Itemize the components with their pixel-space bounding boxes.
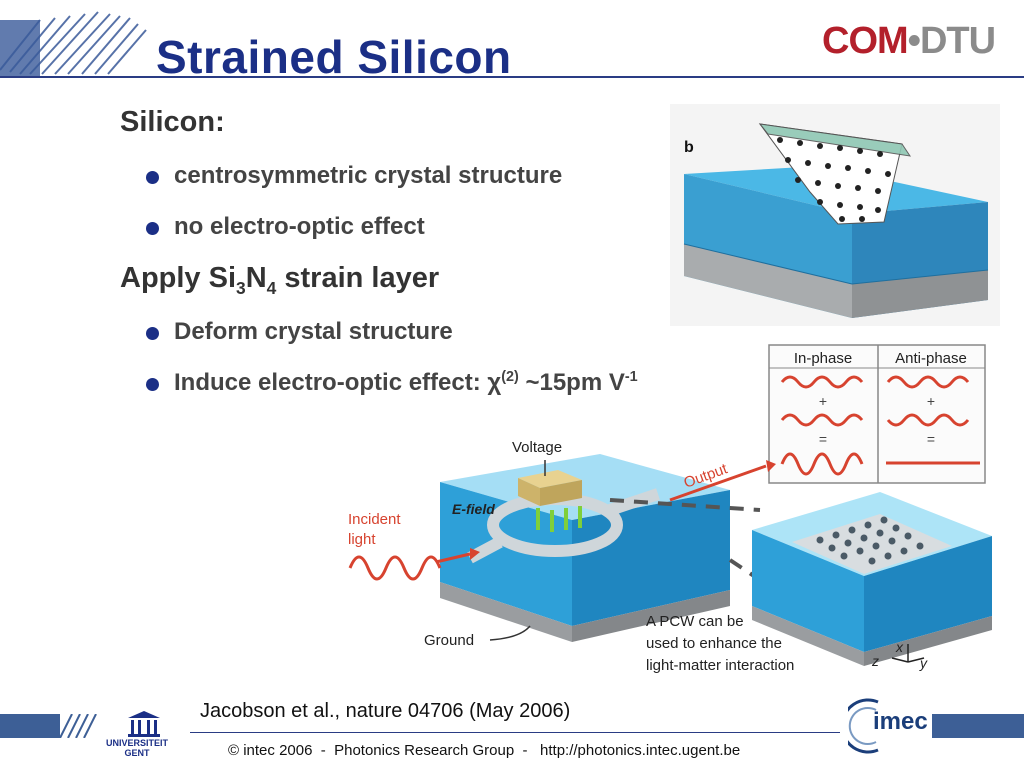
footer-copyright: © intec 2006 - Photonics Research Group … bbox=[228, 742, 741, 759]
plus-sign: + bbox=[819, 393, 827, 409]
bullet4-pre: Induce electro-optic effect: χ bbox=[174, 369, 502, 396]
axis-y-label: y bbox=[919, 655, 928, 671]
bullet-no-eo: no electro-optic effect bbox=[146, 213, 425, 241]
heading2-sub2: 4 bbox=[266, 277, 277, 298]
logo-separator: • bbox=[907, 20, 921, 62]
footer-right-decoration bbox=[932, 714, 1024, 738]
voltage-label: Voltage bbox=[512, 439, 562, 456]
bullet4-sup: (2) bbox=[501, 369, 519, 385]
equals-sign: = bbox=[819, 431, 827, 447]
bullet-text: centrosymmetric crystal structure bbox=[174, 162, 563, 189]
anti-phase-header: Anti-phase bbox=[895, 350, 967, 367]
imec-logo-text: imec bbox=[873, 708, 928, 735]
axis-z-label: z bbox=[871, 653, 879, 669]
header-rule bbox=[0, 76, 1024, 78]
efield-label: E-field bbox=[452, 501, 495, 517]
bullet-dot bbox=[146, 327, 159, 340]
heading-strain-layer: Apply Si3N4 strain layer bbox=[120, 262, 439, 299]
incident-label: Incident bbox=[348, 511, 401, 528]
heading2-pre: Apply Si bbox=[120, 262, 237, 294]
ugent-label: UNIVERSITEIT GENT bbox=[106, 738, 168, 758]
pcw-caption-line2: used to enhance the bbox=[646, 635, 782, 652]
bullet-dot bbox=[146, 171, 159, 184]
header-decoration bbox=[0, 11, 160, 78]
imec-logo-icon bbox=[848, 698, 879, 754]
equals-sign: = bbox=[927, 431, 935, 447]
heading2-sub1: 3 bbox=[236, 277, 246, 298]
footer-rule bbox=[190, 732, 840, 733]
pcw-caption-line3: light-matter interaction bbox=[646, 657, 794, 674]
pcw-caption-line1: A PCW can be bbox=[646, 613, 744, 630]
bullet-dot bbox=[146, 378, 159, 391]
light-label: light bbox=[348, 531, 376, 548]
bullet-induce: Induce electro-optic effect: χ(2) ~15pm … bbox=[146, 369, 638, 397]
plus-sign: + bbox=[927, 393, 935, 409]
citation: Jacobson et al., nature 04706 (May 2006) bbox=[200, 700, 571, 722]
bullet-dot bbox=[146, 222, 159, 235]
bullet-centrosymmetric: centrosymmetric crystal structure bbox=[146, 162, 563, 190]
slide-title: Strained Silicon bbox=[156, 31, 512, 83]
footer-left-decoration bbox=[0, 714, 97, 738]
strained-waveguide-figure: b bbox=[670, 104, 1000, 326]
axis-x-label: x bbox=[895, 639, 904, 655]
ground-label: Ground bbox=[424, 632, 474, 649]
heading-silicon: Silicon: bbox=[120, 106, 225, 138]
phase-comparison-figure: In-phase Anti-phase + + = = bbox=[768, 344, 986, 484]
bullet-text: no electro-optic effect bbox=[174, 213, 425, 240]
device-schematic-figure: Voltage E-field Incident light Output Gr… bbox=[348, 439, 992, 674]
heading2-post: strain layer bbox=[276, 262, 440, 294]
bullet-deform: Deform crystal structure bbox=[146, 318, 453, 346]
ugent-logo-icon bbox=[128, 711, 160, 737]
ugent-line2: GENT bbox=[124, 748, 150, 758]
logo-com-text: COM bbox=[822, 20, 909, 62]
bullet4-sup2: -1 bbox=[624, 369, 638, 385]
ugent-line1: UNIVERSITEIT bbox=[106, 738, 169, 748]
logo-dtu-text: DTU bbox=[919, 20, 996, 62]
bullet-text: Deform crystal structure bbox=[174, 318, 453, 345]
bullet4-mid: ~15pm V bbox=[518, 369, 625, 396]
in-phase-header: In-phase bbox=[794, 350, 852, 367]
com-dtu-logo: COM•DTU bbox=[822, 20, 996, 63]
panel-label-b: b bbox=[684, 139, 694, 156]
heading2-mid: N bbox=[245, 262, 267, 294]
